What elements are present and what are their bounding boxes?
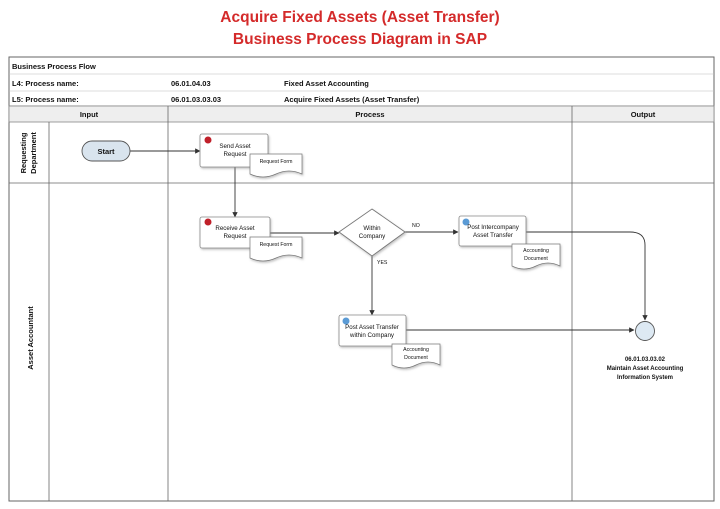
column-process: Process xyxy=(355,110,384,119)
doc-receive-request-form: Request Form xyxy=(249,236,303,262)
inter-line1: Post Intercompany xyxy=(467,224,519,231)
output-line1: Maintain Asset Accounting xyxy=(607,366,684,372)
l4-label: L4: Process name: xyxy=(12,79,79,88)
inter-doc-line2: Document xyxy=(524,256,548,262)
receive-line2: Request xyxy=(223,233,246,240)
column-output: Output xyxy=(631,110,656,119)
send-line2: Request xyxy=(223,151,246,158)
output-line2: Information System xyxy=(617,375,673,381)
decision-line2: Company xyxy=(359,233,386,240)
section-label: Business Process Flow xyxy=(12,62,96,71)
output-code: 06.01.03.03.02 xyxy=(625,357,666,363)
start-label: Start xyxy=(97,147,115,156)
l4-name: Fixed Asset Accounting xyxy=(284,79,369,88)
within-doc-line2: Document xyxy=(404,355,428,361)
column-input: Input xyxy=(80,110,99,119)
within-line2: within Company xyxy=(349,332,395,339)
blue-marker-icon xyxy=(462,218,470,226)
send-doc-label: Request Form xyxy=(260,159,293,165)
lane-requesting-line1: Requesting xyxy=(19,132,28,173)
within-line1: Post Asset Transfer xyxy=(345,324,399,331)
decision-no-label: NO xyxy=(412,223,420,229)
decision-within-company: Within Company xyxy=(338,208,406,257)
end-event-circle xyxy=(635,321,655,341)
decision-yes-label: YES xyxy=(377,260,388,266)
send-line1: Send Asset xyxy=(219,143,251,150)
red-marker-icon xyxy=(204,218,212,226)
diagram-frame xyxy=(8,56,715,502)
blue-marker-icon xyxy=(342,317,350,325)
diagram-title: Acquire Fixed Assets (Asset Transfer) xyxy=(220,9,500,26)
l5-name: Acquire Fixed Assets (Asset Transfer) xyxy=(284,95,420,104)
receive-doc-label: Request Form xyxy=(260,242,293,248)
l5-code: 06.01.03.03.03 xyxy=(171,95,221,104)
flow-inter-to-output xyxy=(526,231,648,321)
l4-code: 06.01.04.03 xyxy=(171,79,211,88)
doc-within-accounting-document: Accounting Document xyxy=(391,343,441,369)
within-doc-line1: Accounting xyxy=(403,347,429,353)
l5-label: L5: Process name: xyxy=(12,95,79,104)
inter-doc-line1: Accounting xyxy=(523,248,549,254)
task-post-transfer-within-company: Post Asset Transfer within Company xyxy=(338,314,407,347)
inter-line2: Asset Transfer xyxy=(473,232,513,239)
doc-inter-accounting-document: Accounting Document xyxy=(511,243,561,270)
decision-line1: Within xyxy=(363,225,381,232)
red-marker-icon xyxy=(204,136,212,144)
lane-asset-accountant: Asset Accountant xyxy=(26,306,35,370)
diagram-subtitle: Business Process Diagram in SAP xyxy=(232,31,488,48)
column-header-band xyxy=(8,105,715,123)
start-node xyxy=(81,140,131,162)
doc-send-request-form: Request Form xyxy=(249,153,303,178)
receive-line1: Receive Asset xyxy=(215,225,254,232)
task-post-intercompany-transfer: Post Intercompany Asset Transfer xyxy=(458,215,527,247)
lane-requesting-line2: Department xyxy=(29,132,38,174)
